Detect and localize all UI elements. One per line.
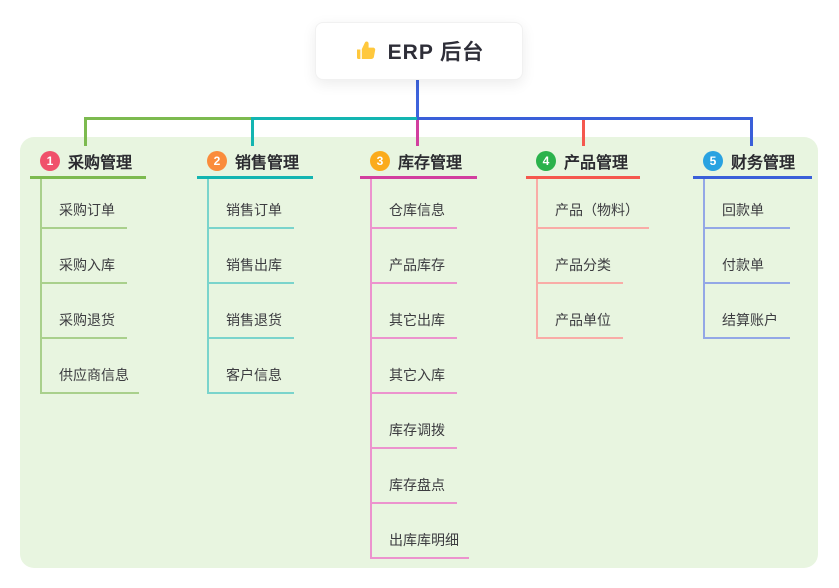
child-item-row: 产品分类 — [538, 229, 649, 284]
child-node[interactable]: 仓库信息 — [372, 200, 457, 229]
child-node[interactable]: 销售出库 — [209, 255, 294, 284]
child-item-row: 其它出库 — [372, 284, 469, 339]
branch-label: 采购管理 — [68, 155, 133, 172]
child-item-row: 销售退货 — [209, 284, 294, 339]
child-item-row: 库存盘点 — [372, 449, 469, 504]
branch-drop-connector-2 — [251, 117, 254, 146]
branch-header-1[interactable]: 1 采购管理 — [30, 146, 146, 179]
child-item-row: 其它入库 — [372, 339, 469, 394]
child-item-row: 采购订单 — [42, 179, 139, 229]
child-item-row: 采购退货 — [42, 284, 139, 339]
child-item-row: 出库库明细 — [372, 504, 469, 559]
root-label: ERP 后台 — [387, 41, 485, 64]
branch-children-3: 仓库信息产品库存其它出库其它入库库存调拨库存盘点出库库明细 — [370, 179, 469, 559]
child-node[interactable]: 供应商信息 — [42, 365, 139, 394]
trunk-segment-2 — [251, 117, 419, 120]
child-item-row: 采购入库 — [42, 229, 139, 284]
branch-children-5: 回款单付款单结算账户 — [703, 179, 790, 339]
child-node[interactable]: 客户信息 — [209, 365, 294, 394]
child-item-row: 销售出库 — [209, 229, 294, 284]
child-node[interactable]: 销售订单 — [209, 200, 294, 229]
branch-number-badge: 2 — [207, 151, 227, 171]
branch-children-1: 采购订单采购入库采购退货供应商信息 — [40, 179, 139, 394]
child-node[interactable]: 产品分类 — [538, 255, 623, 284]
child-node[interactable]: 产品单位 — [538, 310, 623, 339]
child-node[interactable]: 其它出库 — [372, 310, 457, 339]
child-node[interactable]: 产品（物料） — [538, 200, 649, 229]
branch-label: 产品管理 — [564, 155, 629, 172]
trunk-segment-3 — [417, 117, 752, 120]
child-item-row: 仓库信息 — [372, 179, 469, 229]
child-node[interactable]: 库存盘点 — [372, 475, 457, 504]
branch-label: 库存管理 — [398, 155, 463, 172]
child-node[interactable]: 回款单 — [705, 200, 790, 229]
child-item-row: 销售订单 — [209, 179, 294, 229]
branch-header-2[interactable]: 2 销售管理 — [197, 146, 313, 179]
branch-drop-connector-5 — [750, 117, 753, 146]
trunk-segment-1 — [84, 117, 254, 120]
branch-drop-connector-1 — [84, 117, 87, 146]
branch-label: 销售管理 — [235, 155, 300, 172]
child-node[interactable]: 采购入库 — [42, 255, 127, 284]
branch-header-3[interactable]: 3 库存管理 — [360, 146, 477, 179]
branch-label: 财务管理 — [731, 155, 796, 172]
child-node[interactable]: 付款单 — [705, 255, 790, 284]
child-item-row: 回款单 — [705, 179, 790, 229]
branch-number-badge: 3 — [370, 151, 390, 171]
branch-drop-connector-3 — [416, 120, 419, 146]
child-node[interactable]: 出库库明细 — [372, 530, 469, 559]
child-node[interactable]: 结算账户 — [705, 310, 790, 339]
child-item-row: 库存调拨 — [372, 394, 469, 449]
child-item-row: 供应商信息 — [42, 339, 139, 394]
branch-header-4[interactable]: 4 产品管理 — [526, 146, 640, 179]
child-item-row: 付款单 — [705, 229, 790, 284]
child-node[interactable]: 采购订单 — [42, 200, 127, 229]
child-item-row: 产品单位 — [538, 284, 649, 339]
branch-number-badge: 5 — [703, 151, 723, 171]
branch-number-badge: 4 — [536, 151, 556, 171]
mindmap-background-panel — [20, 137, 818, 568]
branch-header-5[interactable]: 5 财务管理 — [693, 146, 812, 179]
child-item-row: 产品（物料） — [538, 179, 649, 229]
child-item-row: 结算账户 — [705, 284, 790, 339]
branch-children-2: 销售订单销售出库销售退货客户信息 — [207, 179, 294, 394]
child-item-row: 产品库存 — [372, 229, 469, 284]
child-node[interactable]: 产品库存 — [372, 255, 457, 284]
root-stem-connector — [416, 80, 419, 120]
thumbs-up-icon — [354, 39, 378, 63]
branch-children-4: 产品（物料） 产品分类产品单位 — [536, 179, 649, 339]
root-node[interactable]: ERP 后台 — [315, 22, 523, 80]
child-item-row: 客户信息 — [209, 339, 294, 394]
branch-number-badge: 1 — [40, 151, 60, 171]
child-node[interactable]: 其它入库 — [372, 365, 457, 394]
child-node[interactable]: 库存调拨 — [372, 420, 457, 449]
branch-drop-connector-4 — [582, 120, 585, 146]
child-node[interactable]: 销售退货 — [209, 310, 294, 339]
child-node[interactable]: 采购退货 — [42, 310, 127, 339]
